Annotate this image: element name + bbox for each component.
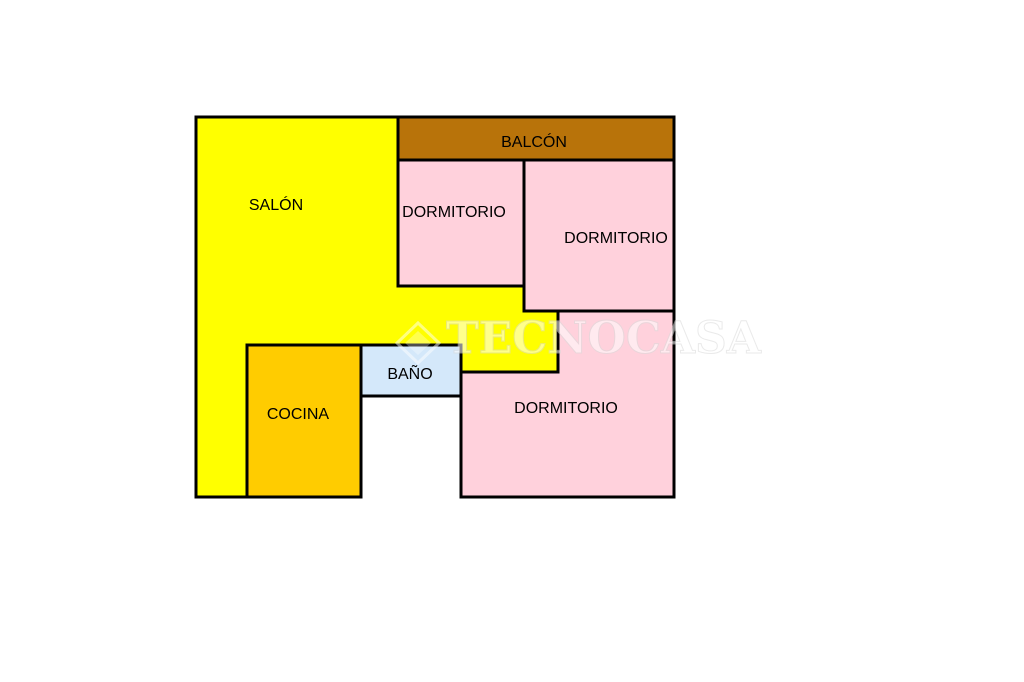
label-dormitorio-1: DORMITORIO (402, 204, 506, 221)
label-balcon: BALCÓN (501, 132, 567, 151)
watermark: TECNOCASA (394, 313, 762, 366)
label-dormitorio-2: DORMITORIO (564, 230, 668, 247)
room-dormitorio-1[interactable] (396, 158, 526, 288)
house-logo-icon (394, 320, 442, 366)
label-bano: BAÑO (387, 363, 432, 383)
watermark-brand: TECNOCASA (446, 313, 762, 364)
label-dormitorio-3: DORMITORIO (514, 400, 618, 417)
label-salon: SALÓN (249, 195, 303, 214)
label-cocina: COCINA (267, 406, 330, 423)
outer-wall (194, 115, 676, 499)
room-cocina[interactable] (245, 343, 363, 499)
